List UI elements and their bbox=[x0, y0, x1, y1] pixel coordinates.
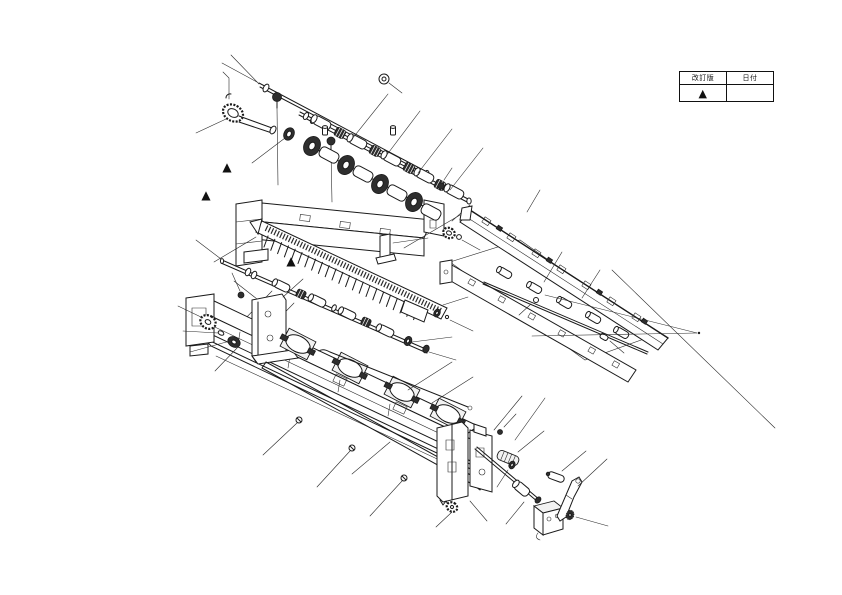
end-plate bbox=[436, 422, 487, 527]
lower-frame-assembly bbox=[178, 273, 486, 516]
washer bbox=[508, 460, 517, 470]
pin-pill bbox=[546, 451, 586, 483]
lower-rail bbox=[440, 260, 636, 382]
shoulder-screw bbox=[273, 93, 282, 186]
solenoid-bracket-assembly bbox=[436, 396, 608, 540]
inner-plate bbox=[470, 396, 545, 492]
pickup-roller-shaft bbox=[299, 74, 483, 204]
roller-module bbox=[430, 398, 466, 429]
pivot-shaft bbox=[475, 447, 542, 524]
roller-module bbox=[332, 352, 368, 383]
shoulder-screw bbox=[327, 137, 335, 202]
callout-leaders bbox=[532, 270, 775, 428]
drive-gears bbox=[178, 273, 244, 371]
side-bracket bbox=[234, 279, 303, 364]
triangle-marker-icon: ▲ bbox=[201, 188, 211, 202]
revision-table-header-revision: 改訂版 bbox=[680, 72, 727, 85]
triangle-marker-icon: ▲ bbox=[286, 254, 296, 268]
feed-roller-cluster bbox=[300, 133, 442, 221]
grip-roller bbox=[496, 449, 520, 467]
revision-mark-triangle-icon: ▲ bbox=[680, 85, 727, 101]
frame-screws bbox=[263, 417, 407, 516]
revision-table-header-date: 日付 bbox=[727, 72, 773, 85]
revision-table: 改訂版 日付 ▲ bbox=[679, 71, 774, 102]
knurled-bushing bbox=[333, 127, 346, 140]
lever-arm bbox=[557, 459, 607, 521]
drive-clutch-gear bbox=[196, 72, 296, 163]
sensor-actuator-rod bbox=[319, 350, 472, 410]
pinch-roller-shaft bbox=[483, 252, 648, 354]
paper-guide-comb bbox=[214, 215, 473, 331]
roller-module bbox=[280, 328, 316, 359]
revision-date-value bbox=[727, 85, 773, 101]
upper-rail bbox=[460, 190, 668, 350]
knurled-knob bbox=[565, 509, 608, 526]
right-rail-assembly bbox=[440, 190, 775, 428]
revision-markers: ▲ ▲ ▲ bbox=[201, 160, 296, 268]
solenoid bbox=[534, 501, 563, 540]
roller-module bbox=[384, 376, 420, 407]
upper-feeder-assembly bbox=[196, 55, 483, 266]
triangle-marker-icon: ▲ bbox=[222, 160, 232, 174]
